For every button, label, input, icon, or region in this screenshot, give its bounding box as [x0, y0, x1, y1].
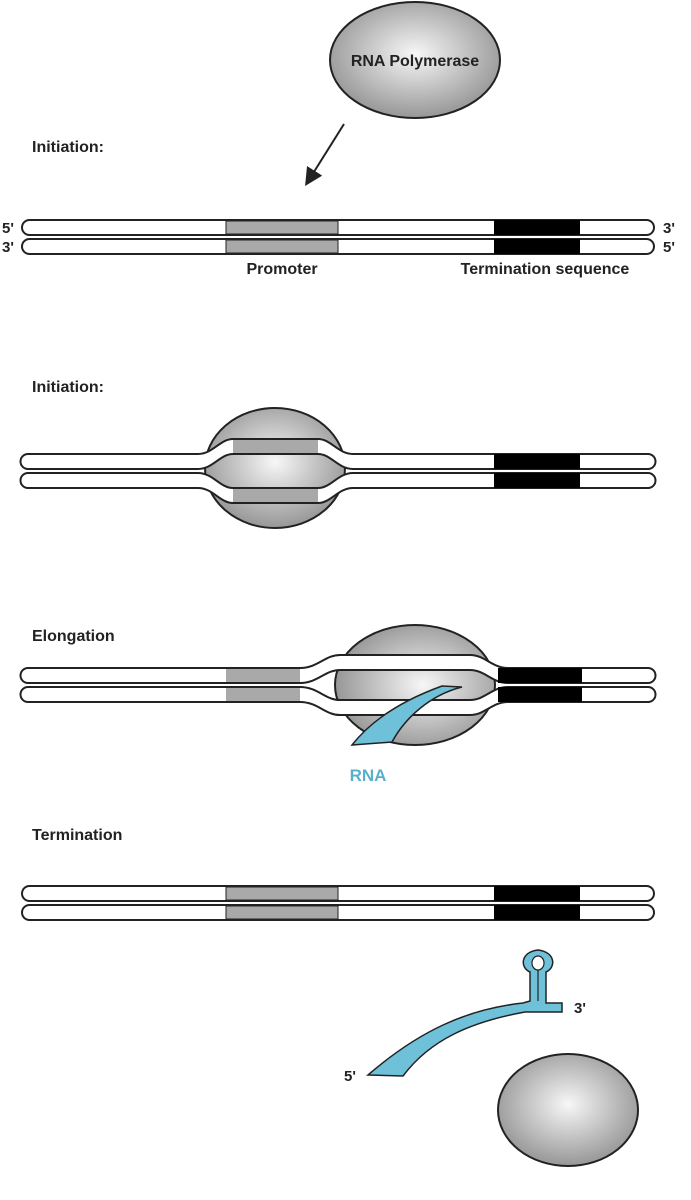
panel-initiation-2: Initiation:: [19, 379, 657, 529]
promoter-region-bottom: [226, 688, 300, 701]
nascent-rna-strand: [350, 685, 463, 746]
rna-3-prime-label: 3': [574, 1000, 586, 1017]
stage-title-termination: Termination: [32, 827, 122, 844]
bottom-left-end-label: 3': [2, 239, 14, 256]
termination-region-bottom: [494, 473, 580, 488]
hairpin-loop-inner: [531, 955, 545, 971]
termination-region-top: [494, 220, 580, 235]
top-right-end-label: 3': [663, 220, 675, 237]
rna-polymerase-released: [497, 1053, 639, 1167]
released-rna-hairpin: [366, 949, 563, 1077]
termination-region-top: [494, 454, 580, 469]
rna-polymerase-free: [329, 1, 501, 119]
panel-initiation-1: RNA Polymerase Initiation: 5' 3' 3' 5' P…: [2, 1, 675, 278]
promoter-region-bottom: [225, 239, 339, 254]
rna-polymerase-elongating: [334, 624, 496, 746]
promoter-region-bottom-open: [233, 489, 318, 502]
termination-region-bottom: [494, 239, 580, 254]
binding-arrow: [305, 123, 345, 187]
termination-region-top: [494, 886, 580, 901]
rna-label: RNA: [350, 766, 387, 785]
rna-polymerase-bound: [204, 407, 346, 529]
termination-region-bottom: [494, 905, 580, 920]
dna-top-strand-elongation: [19, 654, 657, 684]
promoter-region-top: [226, 669, 300, 682]
stage-title-initiation-1: Initiation:: [32, 139, 104, 156]
promoter-region-top-open: [233, 440, 318, 453]
dna-bottom-strand-elongation: [19, 686, 657, 716]
panel-termination: Termination 5' 3': [21, 827, 655, 1167]
promoter-label: Promoter: [246, 261, 317, 278]
rna-polymerase-label: RNA Polymerase: [351, 53, 479, 70]
promoter-region-top: [225, 220, 339, 235]
termination-region-bottom: [498, 687, 582, 702]
termination-region-top: [498, 668, 582, 683]
promoter-region-top: [225, 886, 339, 901]
rna-5-prime-label: 5': [344, 1068, 356, 1085]
bottom-right-end-label: 5': [663, 239, 675, 256]
stage-title-elongation: Elongation: [32, 628, 115, 645]
stage-title-initiation-2: Initiation:: [32, 379, 104, 396]
promoter-region-bottom: [225, 905, 339, 920]
top-left-end-label: 5': [2, 220, 14, 237]
panel-elongation: Elongation RNA: [19, 624, 657, 785]
termination-sequence-label: Termination sequence: [461, 261, 630, 278]
